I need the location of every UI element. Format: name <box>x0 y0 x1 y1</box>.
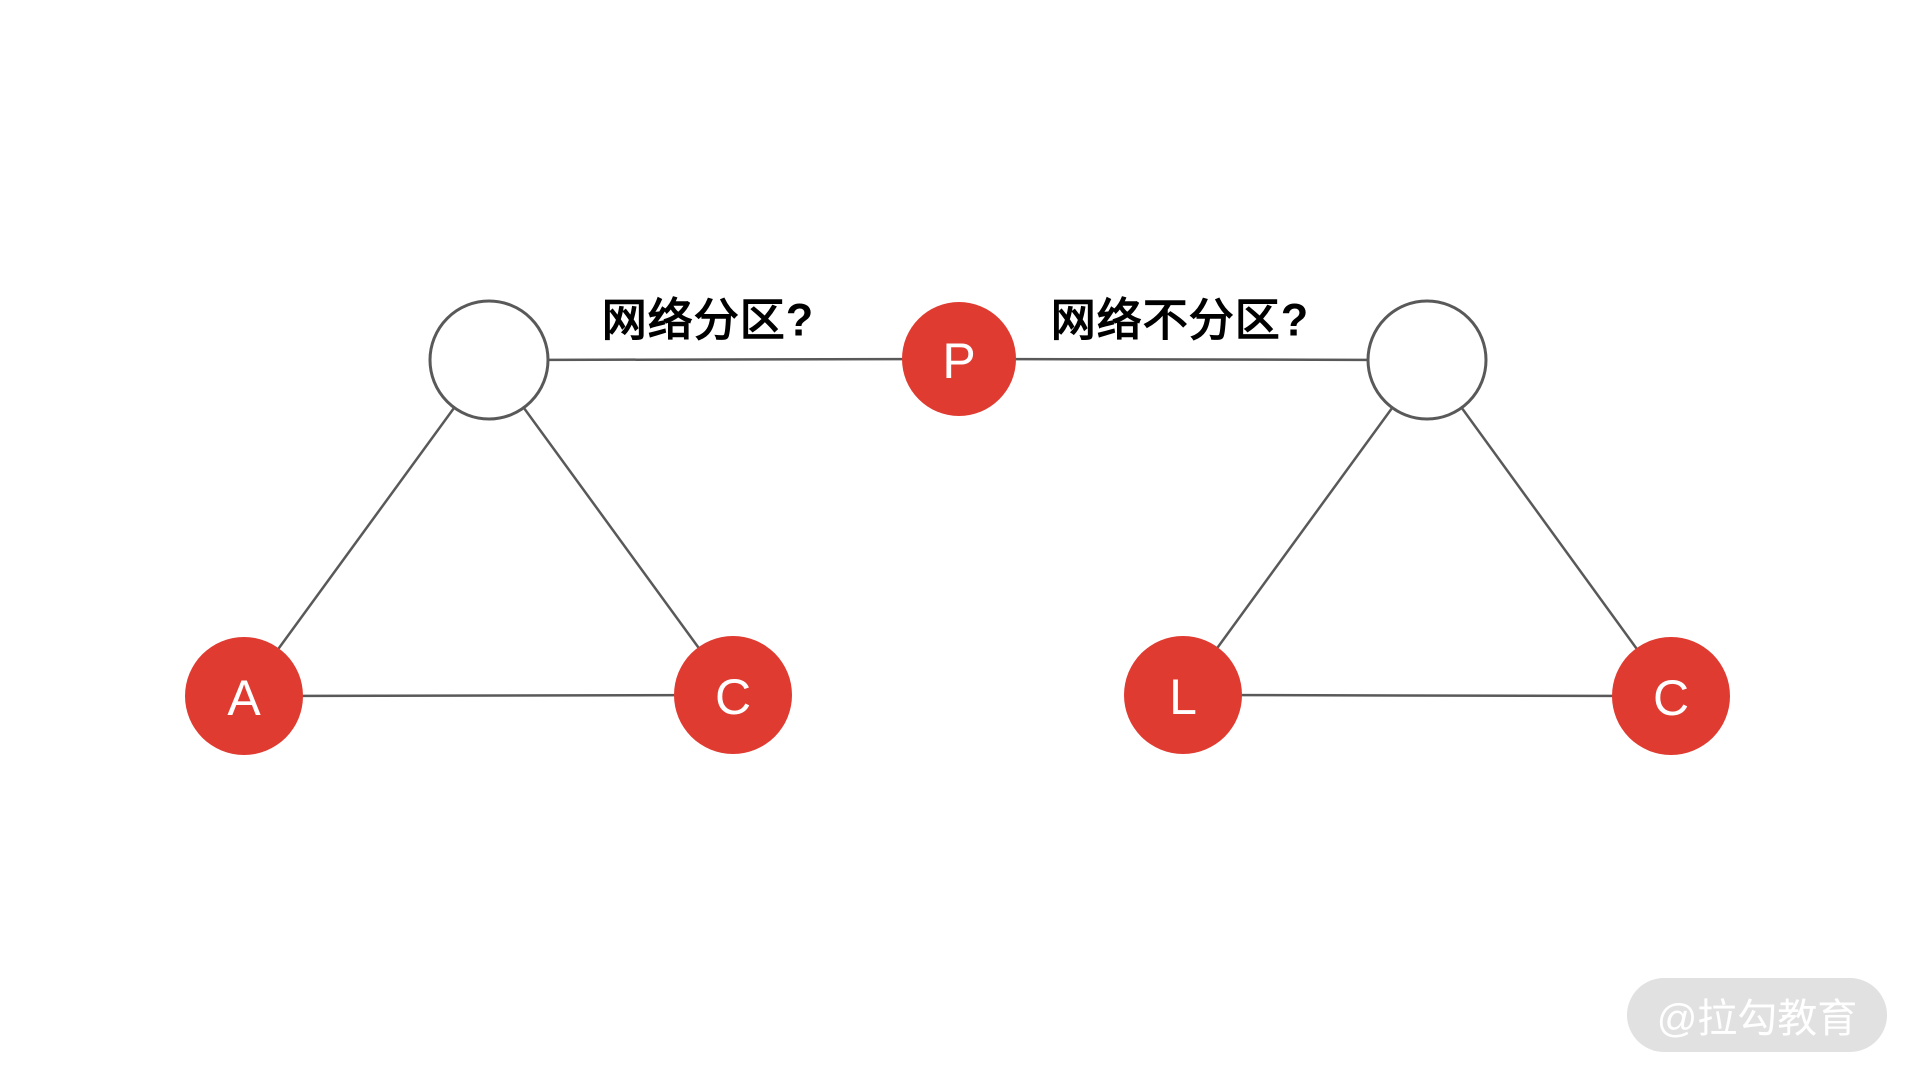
watermark-badge: @拉勾教育 <box>1627 978 1887 1052</box>
edge-left-top-a <box>242 359 491 697</box>
node-left-top-circle <box>428 299 550 421</box>
node-l-label: L <box>1169 669 1197 725</box>
edge-right-top-l <box>1181 359 1429 696</box>
node-right-top-circle <box>1366 299 1488 421</box>
edge-a-c1 <box>243 693 734 698</box>
label-network-no-partition: 网络不分区? <box>1050 294 1310 346</box>
edge-left-top-p <box>488 357 960 362</box>
label-network-partition: 网络分区? <box>601 294 815 346</box>
node-c1-label: C <box>715 669 751 725</box>
edge-p-right-top <box>958 357 1428 362</box>
node-a-label: A <box>227 670 261 726</box>
node-p-circle <box>902 302 1016 416</box>
node-c2-label: C <box>1653 670 1689 726</box>
node-l-circle <box>1124 636 1242 754</box>
edge-right-top-c2 <box>1425 359 1673 697</box>
node-a-circle <box>185 637 303 755</box>
edge-left-top-c1 <box>487 359 735 696</box>
watermark-text: @拉勾教育 <box>1656 997 1858 1041</box>
edge-l-c2 <box>1182 693 1672 698</box>
node-p-label: P <box>942 333 975 389</box>
node-c2-circle <box>1612 637 1730 755</box>
node-c1-circle <box>674 636 792 754</box>
